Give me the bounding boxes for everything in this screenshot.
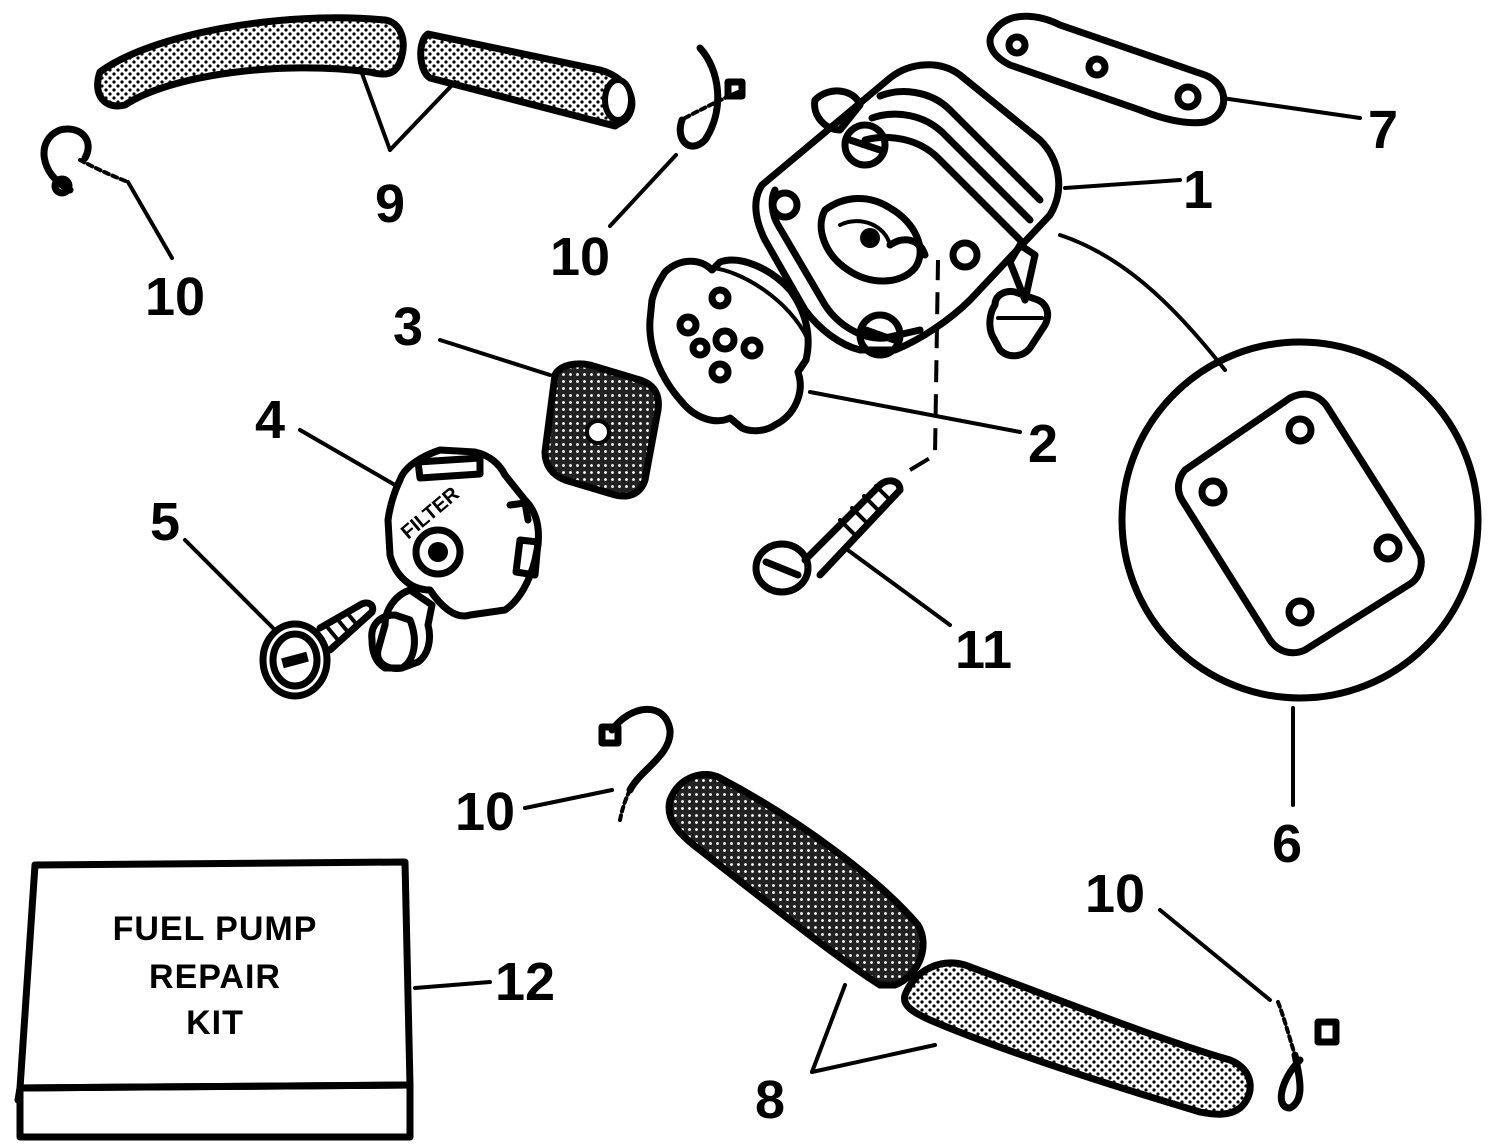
callout-9: 9	[375, 174, 405, 234]
part-5-thumb-screw	[259, 599, 377, 700]
part-10-clamp-bottom-right	[1276, 1000, 1340, 1112]
kit-label-line1: FUEL PUMP	[113, 910, 318, 948]
part-3-filter-screen	[541, 360, 662, 500]
kit-label-line2: REPAIR	[149, 958, 281, 996]
kit-label-line3: KIT	[186, 1004, 244, 1042]
callout-6: 6	[1272, 814, 1302, 874]
part-11-long-screw	[752, 259, 940, 596]
part-7-gasket	[986, 12, 1228, 127]
callout-7: 7	[1368, 100, 1398, 160]
callout-numbers: 1 2 3 4 5 6 7 8 9 10 10 10 10 11 12	[145, 100, 1398, 1130]
part-2-diaphragm-plate	[646, 256, 812, 435]
part-8-fuel-hoses	[665, 771, 1254, 1118]
callout-8: 8	[755, 1070, 785, 1130]
callout-10-top-middle: 10	[550, 227, 610, 287]
callout-10-bottom-right: 10	[1085, 864, 1145, 924]
part-1-fuel-pump-body	[752, 61, 1063, 360]
part-10-clamp-top-left	[40, 125, 130, 197]
part-10-clamp-bottom-middle	[598, 705, 674, 822]
callout-12: 12	[495, 952, 555, 1012]
callout-10-top-left: 10	[145, 267, 205, 327]
callout-5: 5	[150, 492, 180, 552]
part-9-fuel-hoses	[94, 14, 636, 130]
callout-1: 1	[1183, 160, 1213, 220]
callout-2: 2	[1028, 414, 1058, 474]
leader-lines	[126, 66, 1362, 1074]
callout-3: 3	[393, 297, 423, 357]
part-4-filter-cover: FILTER	[368, 446, 542, 672]
part-6-diaphragm	[1058, 233, 1482, 702]
callout-11: 11	[955, 620, 1012, 680]
callout-10-bottom-middle: 10	[455, 782, 515, 842]
part-10-clamp-top-middle	[676, 44, 746, 150]
callout-4: 4	[255, 390, 285, 450]
part-12-repair-kit-box: FUEL PUMP REPAIR KIT	[14, 858, 414, 1141]
